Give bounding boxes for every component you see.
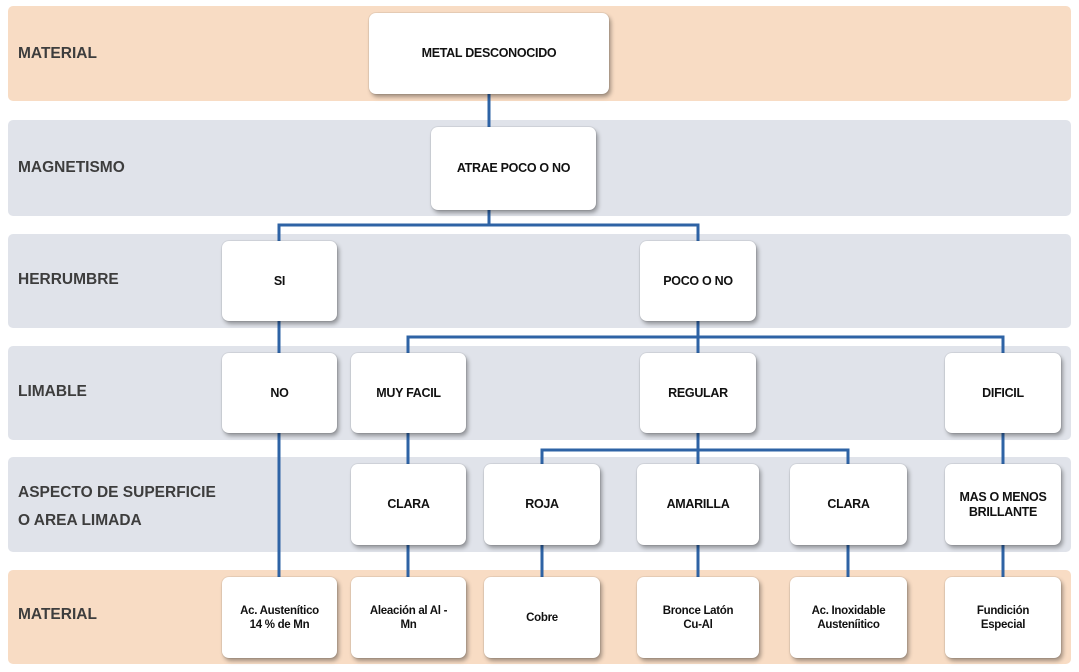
node-herrumbre-si: SI bbox=[222, 241, 337, 321]
node-superficie-roja: ROJA bbox=[484, 464, 600, 545]
node-material-fundicion-especial: Fundición Especial bbox=[945, 577, 1061, 658]
node-superficie-clara-2: CLARA bbox=[790, 464, 907, 545]
row-label-aspecto: ASPECTO DE SUPERFICIE O AREA LIMADA bbox=[18, 484, 216, 529]
node-limable-regular: REGULAR bbox=[640, 353, 756, 433]
row-band-herrumbre bbox=[8, 234, 1071, 328]
node-limable-dificil: DIFICIL bbox=[945, 353, 1061, 433]
node-material-bronce-laton: Bronce Latón Cu-Al bbox=[637, 577, 759, 658]
node-limable-muy-facil: MUY FACIL bbox=[351, 353, 466, 433]
row-label-material-bottom: MATERIAL bbox=[18, 606, 97, 623]
node-metal-desconocido: METAL DESCONOCIDO bbox=[369, 13, 609, 94]
row-label-material-top: MATERIAL bbox=[18, 45, 97, 62]
row-label-herrumbre: HERRUMBRE bbox=[18, 271, 119, 288]
node-material-cobre: Cobre bbox=[484, 577, 600, 658]
node-superficie-brillante: MAS O MENOS BRILLANTE bbox=[945, 464, 1061, 545]
node-superficie-amarilla: AMARILLA bbox=[637, 464, 759, 545]
row-label-limable: LIMABLE bbox=[18, 383, 87, 400]
node-atrae-poco-o-no: ATRAE POCO O NO bbox=[431, 127, 596, 210]
node-material-ac-austenitico: Ac. Austenítico 14 % de Mn bbox=[222, 577, 337, 658]
node-limable-no: NO bbox=[222, 353, 337, 433]
row-band-limable bbox=[8, 346, 1071, 440]
node-material-ac-inoxidable: Ac. Inoxidable Austeníitico bbox=[790, 577, 907, 658]
node-herrumbre-poco-o-no: POCO O NO bbox=[640, 241, 756, 321]
row-label-magnetismo: MAGNETISMO bbox=[18, 159, 125, 176]
node-material-aleacion-al-mn: Aleación al Al - Mn bbox=[351, 577, 466, 658]
node-superficie-clara-1: CLARA bbox=[351, 464, 466, 545]
